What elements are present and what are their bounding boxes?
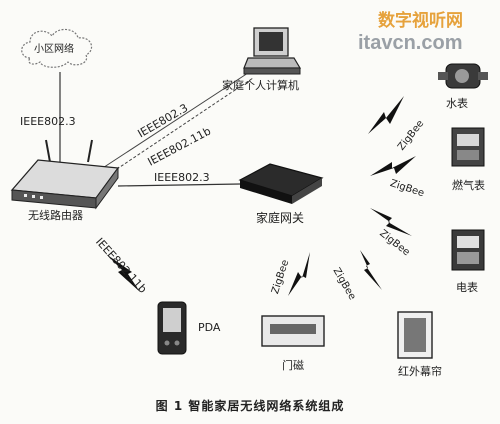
bolt-router-pda	[106, 254, 140, 292]
label-electric-meter: 电表	[456, 281, 478, 294]
ir-curtain-device	[397, 311, 433, 359]
door-sensor-device	[261, 315, 325, 347]
watermark-en: itavcn.com	[358, 32, 463, 54]
gas-meter-device	[451, 127, 485, 167]
label-community-network: 小区网络	[34, 44, 74, 55]
bolt-zigbee-door	[288, 252, 310, 296]
bolt-zigbee-water	[368, 96, 404, 134]
label-home-gateway: 家庭网关	[256, 211, 305, 225]
figure-caption: 图 1 智能家居无线网络系统组成	[155, 399, 345, 413]
label-home-pc: 家庭个人计算机	[222, 79, 299, 92]
line-router-pc	[91, 72, 249, 176]
watermark-cn: 数字视听网	[378, 11, 463, 31]
router-device	[10, 139, 120, 210]
line-router-gateway	[117, 183, 241, 187]
water-meter-device	[438, 63, 488, 89]
label-link-router-gateway: IEEE802.3	[154, 171, 210, 184]
label-link-cloud-router: IEEE802.3	[20, 115, 76, 128]
pc-device	[243, 27, 302, 75]
bolt-zigbee-curtain	[360, 250, 382, 290]
electric-meter-device	[451, 229, 485, 271]
gateway-device	[238, 163, 324, 204]
pda-device	[157, 301, 187, 355]
label-gas-meter: 燃气表	[452, 179, 485, 192]
label-wireless-router: 无线路由器	[28, 209, 83, 222]
label-pda: PDA	[198, 321, 221, 334]
label-water-meter: 水表	[446, 97, 468, 110]
bolt-zigbee-gas	[370, 156, 416, 176]
bolt-zigbee-electric	[370, 208, 412, 236]
cloud-shape	[21, 28, 93, 68]
label-ir-curtain: 红外幕帘	[398, 365, 442, 378]
label-door-sensor: 门磁	[282, 359, 304, 372]
line-router-pc-dashed	[95, 77, 254, 184]
